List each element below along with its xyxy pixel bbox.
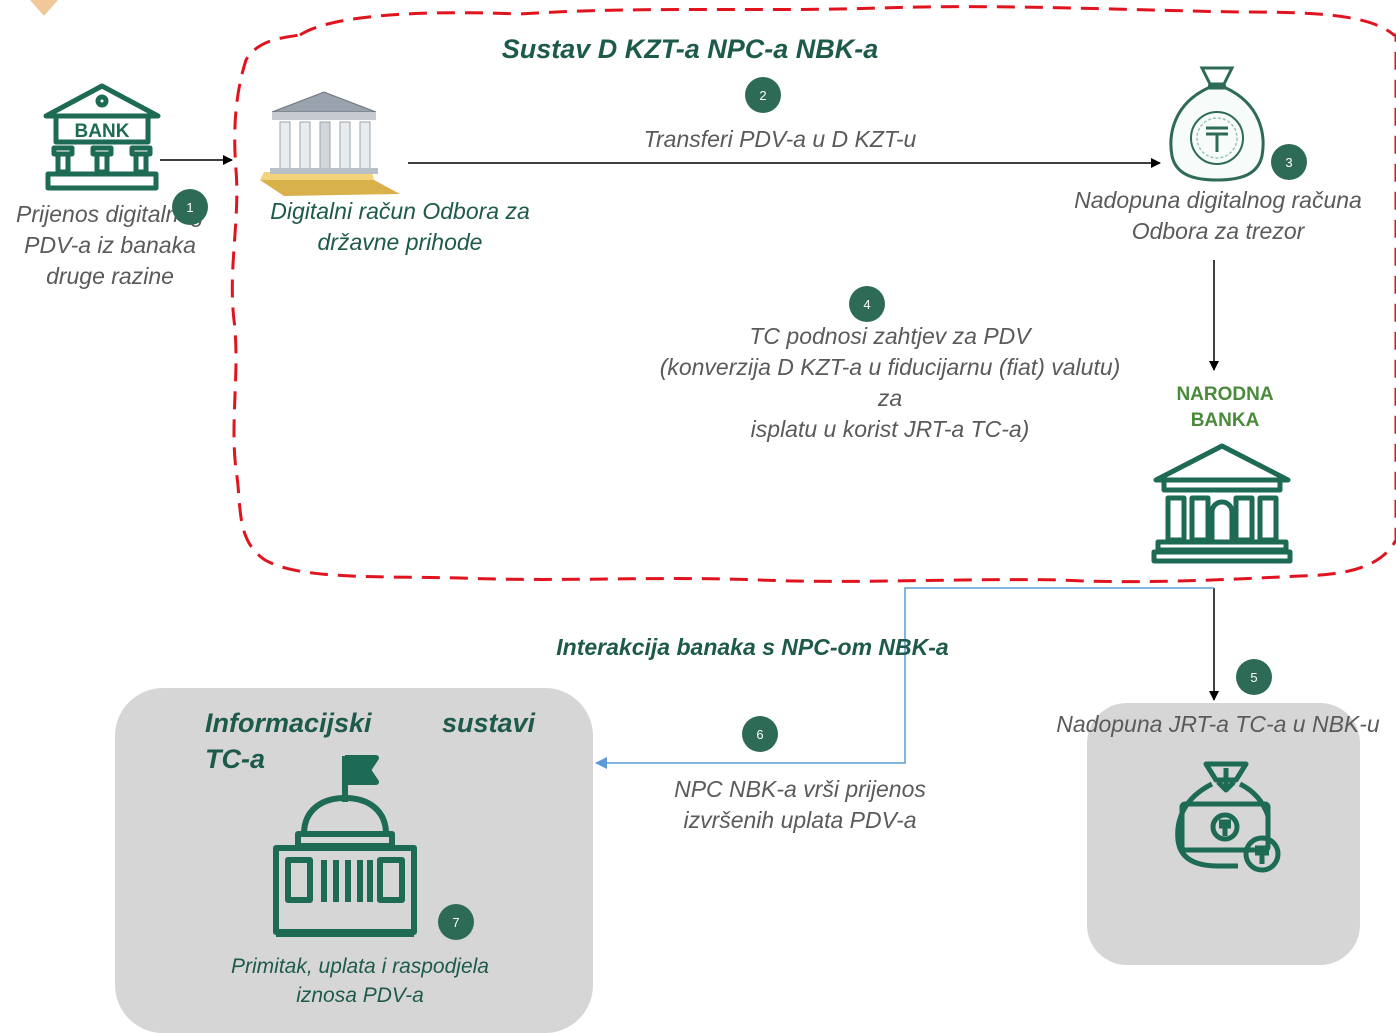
step4-text: TC podnosi zahtjev za PDV (konverzija D … <box>600 321 1180 445</box>
tc-information-systems-panel <box>115 688 593 1033</box>
jrt-money-bag-icon <box>1175 761 1281 873</box>
bank-icon-text: BANK <box>75 121 130 142</box>
step7-line1: Primitak, uplata i raspodjela <box>231 955 489 978</box>
step1-line2: PDV-a iz banaka <box>24 232 196 258</box>
step4-badge: 4 <box>849 286 885 322</box>
national-bank-icon <box>1151 443 1293 564</box>
step6-badge: 6 <box>742 716 778 752</box>
step5-badge: 5 <box>1236 659 1272 695</box>
step6-line2: izvršenih uplata PDV-a <box>683 807 917 833</box>
interaction-label: Interakcija banaka s NPC-om NBK-a <box>556 634 949 660</box>
revenue-account-label: Digitalni račun Odbora za državne prihod… <box>240 196 560 258</box>
step6-text: NPC NBK-a vrši prijenos izvršenih uplata… <box>620 774 980 836</box>
tc-government-building-icon <box>273 755 417 937</box>
system-boundary <box>230 5 1396 584</box>
national-bank-line2: BANKA <box>1190 410 1260 431</box>
step6-line1: NPC NBK-a vrši prijenos <box>674 776 926 802</box>
national-bank-label: NARODNA BANKA <box>1140 382 1310 434</box>
step2-badge: 2 <box>745 77 781 113</box>
revenue-account-line2: državne prihode <box>317 229 483 255</box>
step4-line2: (konverzija D KZT-a u fiducijarnu (fiat)… <box>659 354 1121 380</box>
treasury-money-bag-icon <box>1169 66 1265 182</box>
revenue-account-building-icon <box>260 91 400 196</box>
commercial-bank-icon: BANK <box>43 83 161 191</box>
step5-label: Nadopuna JRT-a TC-a u NBK-u <box>1056 711 1380 737</box>
tc-systems-word2: sustavi <box>441 708 535 738</box>
step3-text: Nadopuna digitalnog računa Odbora za tre… <box>1040 185 1396 247</box>
corner-decoration <box>30 0 58 16</box>
step4-line1: TC podnosi zahtjev za PDV <box>749 323 1031 349</box>
tc-systems-word1: Informacijski <box>205 708 372 738</box>
step2-label: Transferi PDV-a u D KZT-u <box>643 126 917 152</box>
step7-text: Primitak, uplata i raspodjela iznosa PDV… <box>180 952 540 1010</box>
step3-line1: Nadopuna digitalnog računa <box>1074 187 1362 213</box>
tc-systems-word3: TC-a <box>205 744 265 774</box>
national-bank-line1: NARODNA <box>1176 384 1274 405</box>
step7-line2: iznosa PDV-a <box>296 984 424 1007</box>
step4-line4: isplatu u korist JRT-a TC-a) <box>750 416 1030 442</box>
tc-systems-title: Informacijski sustavi TC-a <box>205 705 535 777</box>
step1-line3: druge razine <box>46 263 174 289</box>
step3-line2: Odbora za trezor <box>1131 218 1305 244</box>
step7-badge: 7 <box>438 904 474 940</box>
revenue-account-line1: Digitalni račun Odbora za <box>270 198 530 224</box>
system-title: Sustav D KZT-a NPC-a NBK-a <box>501 34 879 64</box>
tc-systems-title-row: Informacijski sustavi <box>205 705 535 741</box>
step1-badge: 1 <box>172 189 208 225</box>
step3-badge: 3 <box>1271 144 1307 180</box>
step4-line3: za <box>877 385 903 411</box>
